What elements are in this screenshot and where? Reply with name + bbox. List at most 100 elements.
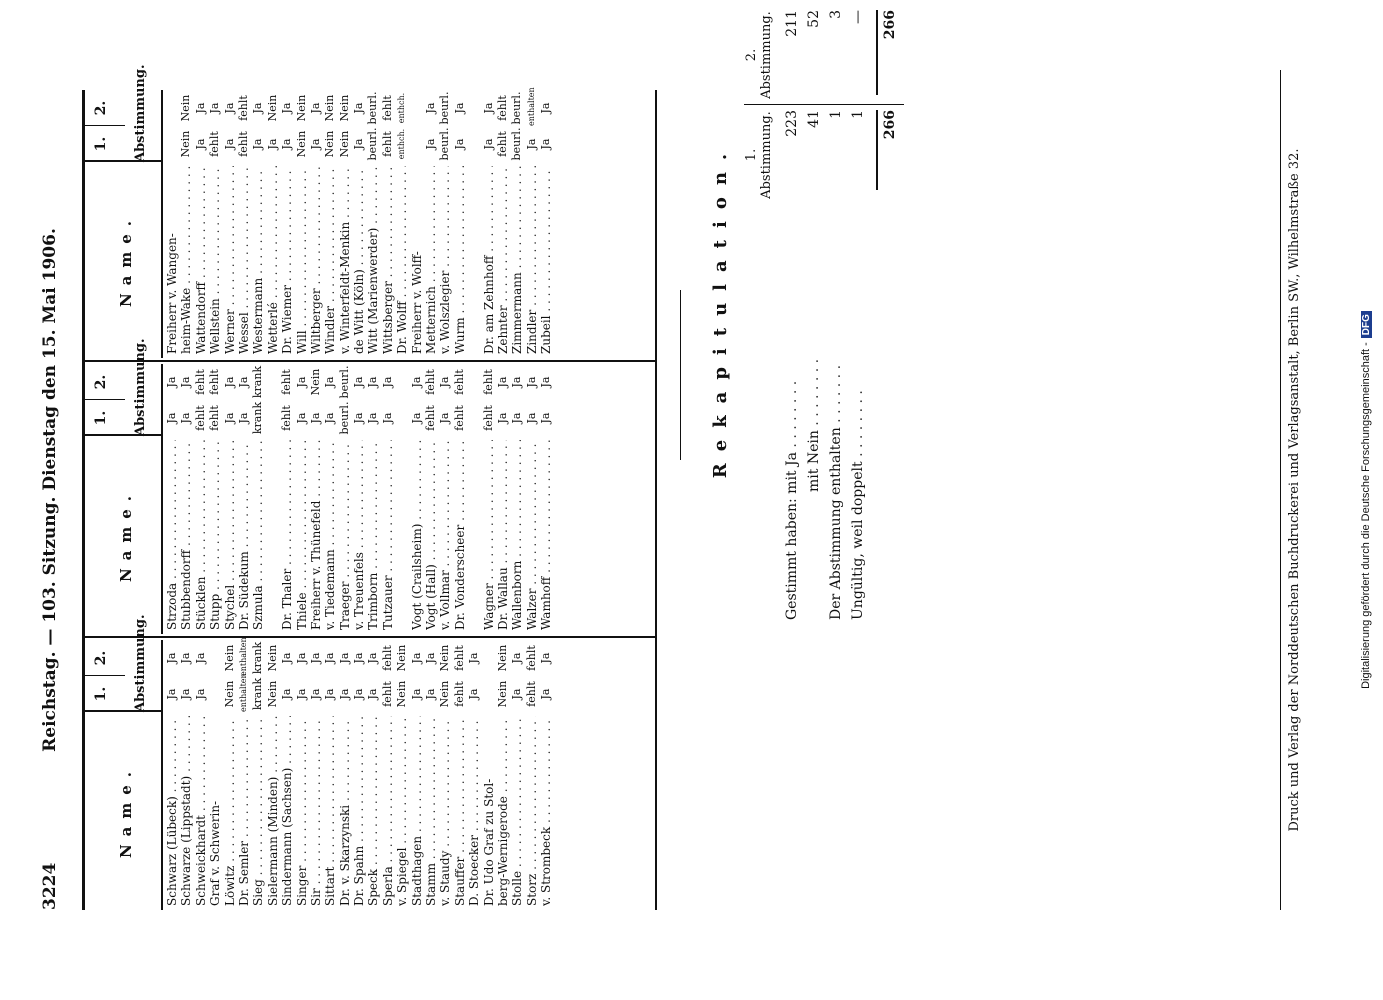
table-row [467, 90, 481, 358]
vote-1: fehlt [208, 131, 222, 157]
member-name: Stychel [223, 440, 237, 630]
vote-1: fehlt [452, 405, 466, 431]
table-row [266, 364, 280, 634]
vote-1: Ja [409, 688, 423, 700]
vote-2: Ja [193, 102, 207, 114]
vote-1: Ja [452, 138, 466, 150]
table-row: WindlerNeinNein [323, 90, 337, 358]
member-name: Freiherr v. Wolff- [409, 251, 424, 354]
member-name: Sielermann (Minden) [266, 716, 280, 906]
vote2-header: 2. [93, 100, 109, 116]
recap-title: Rekapitulation. [710, 141, 731, 479]
vote-2: Ja [409, 652, 423, 664]
vote-2: Nein [308, 368, 322, 396]
vote-1: Ja [424, 688, 438, 700]
vote-1: Nein [222, 680, 236, 708]
recap-value: 223 [784, 110, 800, 137]
table-row: Freiherr v. Wangen- [165, 90, 179, 358]
member-name: Storz [525, 716, 539, 906]
member-name: Sir [309, 716, 323, 906]
member-name: Stadthagen [410, 716, 424, 906]
table-row: Dr. Wolffenthch.enthch. [395, 90, 409, 358]
vote1-header: 1. [93, 136, 109, 152]
table-row [395, 364, 409, 634]
member-name: Zehnter [496, 166, 510, 354]
vote-2: Nein [438, 644, 452, 672]
vote-2: Ja [179, 376, 193, 388]
table-row: Dr. WiemerJaJa [280, 90, 294, 358]
member-name: Wittsberger [381, 166, 395, 354]
member-name: v. Strombeck [539, 716, 553, 906]
table-row: Siegkrankkrank [251, 640, 265, 910]
member-name: berg-Wernigerode [496, 716, 510, 906]
vote-1: Ja [179, 412, 193, 424]
vote-2: fehlt [524, 645, 538, 671]
vote-1: Ja [438, 412, 452, 424]
vote-1: Ja [366, 688, 380, 700]
recap-label: Ungültig, weil doppelt . . . . . . . . [850, 390, 866, 620]
vote-2: Ja [179, 652, 193, 664]
table-row: WattendorffJaJa [194, 90, 208, 358]
table-row: Dr. v. SkarzynskiJaJa [338, 640, 352, 910]
vote-2: Nein [337, 94, 351, 122]
table-row: Freiherr v. ThünefeldJaNein [309, 364, 323, 634]
table-row: Wittsbergerfehltfehlt [381, 90, 395, 358]
vote-1: Ja [323, 688, 337, 700]
recap-value: 1 [850, 110, 866, 119]
vote-2: Nein [495, 644, 509, 672]
vote-1: Ja [280, 138, 294, 150]
name-header: Name. [117, 212, 135, 308]
vote-2: fehlt [452, 369, 466, 395]
vote-2: Ja [308, 652, 322, 664]
vote-1: fehlt [380, 681, 394, 707]
vote-1: Nein [323, 130, 337, 158]
vote-1: fehlt [524, 681, 538, 707]
vote-1: krank [251, 401, 265, 435]
vote-2: fehlt [208, 369, 222, 395]
vote-2: beurl. [438, 91, 452, 125]
vote-2: beurl. [510, 91, 524, 125]
table-row: StadthagenJaJa [410, 640, 424, 910]
vote-2: enthch. [397, 92, 407, 124]
member-name: Dr. Vonderscheer [453, 440, 467, 630]
abstimmung-header: Abstimmung. [133, 338, 148, 436]
vote-1: enthalten [238, 673, 248, 712]
vote-2: Nein [222, 644, 236, 672]
member-name: Dr. v. Skarzynski [338, 716, 352, 906]
table-row: SittartJaJa [323, 640, 337, 910]
recap-value: — [850, 10, 866, 24]
member-name: Sittart [323, 716, 337, 906]
vote-2: Nein [323, 94, 337, 122]
dfg-logo: DFG [1361, 311, 1372, 339]
table-row: WamhoffJaJa [539, 364, 553, 634]
vote-2: fehlt [452, 645, 466, 671]
table-row: StychelJaJa [223, 364, 237, 634]
vote-1: Ja [308, 138, 322, 150]
table-row: Staufferfehltfehlt [453, 640, 467, 910]
member-name: Speck [366, 716, 380, 906]
table-row: WallenbornJaJa [510, 364, 524, 634]
member-name: Sperla [381, 716, 395, 906]
table-row: Wesselfehltfehlt [237, 90, 251, 358]
vote-1: beurl. [438, 127, 452, 161]
vote-2: fehlt [280, 369, 294, 395]
member-name: Szmula [251, 440, 265, 630]
vote-2: Ja [424, 652, 438, 664]
vote-1: fehlt [495, 131, 509, 157]
vote-1: Ja [193, 138, 207, 150]
vote-2: Ja [222, 102, 236, 114]
vote-1: fehlt [280, 405, 294, 431]
digitization-note: Digitalisierung gefördert durch die Deut… [1360, 0, 1372, 1000]
table-row: SchweickhardtJaJa [194, 640, 208, 910]
member-name: Löwitz [223, 716, 237, 906]
vote-1: Ja [236, 412, 250, 424]
vote-1: Ja [409, 412, 423, 424]
table-row: Wagnerfehltfehlt [482, 364, 496, 634]
member-name: Wellstein [208, 166, 222, 354]
recap-head-1: 1. Abstimmung. [744, 111, 774, 199]
member-name: Dr. Semler [237, 716, 251, 906]
vote-1: Ja [539, 688, 553, 700]
vote-2: Ja [366, 376, 380, 388]
vote-1: beurl. [510, 127, 524, 161]
